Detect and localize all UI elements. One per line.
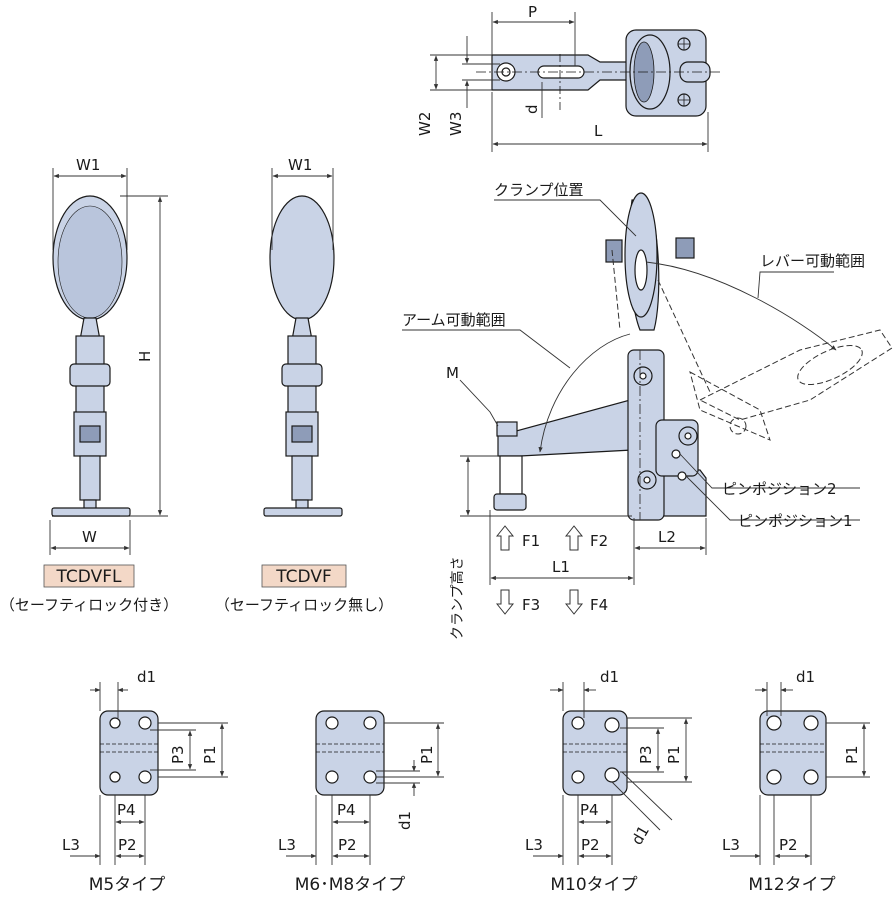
- side-view-open-position: [611, 249, 893, 441]
- front-left-dims: [49, 168, 168, 555]
- force-arrow-f4-icon: [564, 589, 584, 615]
- label-arm-range: アーム可動範囲: [402, 311, 506, 329]
- label-f3: F3: [522, 596, 540, 614]
- side-view-arcs: [538, 261, 837, 520]
- top-dim-d: d: [523, 104, 541, 114]
- m6-m8-caption: M6･M8タイプ: [295, 875, 405, 895]
- m6-m8-dim-l3: L3: [278, 836, 296, 854]
- front-left-dim-h: H: [136, 351, 154, 362]
- model-name-right: TCDVF: [275, 567, 331, 587]
- m12-dim-d1: d1: [796, 668, 815, 686]
- m10-dim-l3: L3: [525, 836, 543, 854]
- m5-dim-p1: P1: [201, 745, 219, 764]
- side-view-leaders: [402, 199, 860, 521]
- m6-m8-dim-p1: P1: [418, 745, 436, 764]
- m12-dim-p1: P1: [843, 745, 861, 764]
- base-m12: d1 P1 L3 P2 M12タイプ: [722, 668, 870, 895]
- label-clamp-position: クランプ位置: [494, 181, 584, 199]
- label-f2: F2: [590, 532, 608, 550]
- m6-m8-dim-d1: d1: [396, 811, 414, 830]
- front-right-dim-w1: W1: [288, 156, 312, 174]
- m10-dim-d1: d1: [600, 668, 619, 686]
- side-view: [493, 192, 707, 521]
- side-view-dims: [460, 455, 707, 585]
- m10-dim-p3: P3: [637, 745, 655, 764]
- base-m6-m8: P1 d1 P4 L3 P2 M6･M8タイプ: [278, 710, 444, 895]
- base-m5: d1 P1 P3 P4 L3 P2 M5タイプ: [62, 668, 228, 895]
- m12-caption: M12タイプ: [748, 875, 835, 895]
- label-pin-position-2: ピンポジション2: [722, 480, 837, 498]
- force-arrow-f3-icon: [495, 589, 515, 615]
- m5-dim-l3: L3: [62, 836, 80, 854]
- top-dim-p: P: [528, 3, 537, 21]
- model-tag-left: [43, 564, 135, 588]
- force-arrow-f2-icon: [564, 525, 584, 551]
- model-tag-right: [261, 564, 347, 588]
- front-view-right: [263, 195, 343, 517]
- front-view-left: [51, 195, 131, 517]
- label-lever-range: レバー可動範囲: [760, 252, 865, 270]
- m5-dim-p2: P2: [118, 836, 137, 854]
- m6-m8-dim-p2: P2: [338, 836, 357, 854]
- top-dim-w2: W2: [416, 112, 434, 136]
- m10-caption: M10タイプ: [550, 875, 637, 895]
- m10-dim-p4: P4: [580, 801, 599, 819]
- m12-dim-l3: L3: [722, 836, 740, 854]
- m12-dim-p2: P2: [779, 836, 798, 854]
- label-m: M: [446, 364, 459, 382]
- label-pin-position-1: ピンポジション1: [738, 512, 853, 530]
- model-note-left: （セーフティロック付き）: [0, 596, 178, 614]
- m5-caption: M5タイプ: [89, 875, 165, 895]
- top-dim-w3: W3: [447, 112, 465, 136]
- front-left-dim-w: W: [82, 528, 97, 546]
- m5-dim-p4: P4: [117, 801, 136, 819]
- m10-dim-p2: P2: [581, 836, 600, 854]
- label-clamp-height: クランプ高さ: [449, 556, 466, 640]
- m5-dim-p3: P3: [169, 745, 187, 764]
- m6-m8-dim-p4: P4: [337, 801, 356, 819]
- force-arrows: [495, 525, 584, 615]
- label-l1: L1: [552, 558, 570, 576]
- model-name-left: TCDVFL: [56, 567, 122, 587]
- force-arrow-f1-icon: [495, 525, 515, 551]
- label-l2: L2: [658, 528, 676, 546]
- front-right-dims: [271, 168, 334, 250]
- top-dim-l: L: [594, 122, 603, 140]
- m10-dim-d1-angled: d1: [628, 822, 653, 848]
- label-f4: F4: [590, 596, 608, 614]
- top-view-dims: [430, 12, 709, 152]
- m5-dim-d1: d1: [137, 668, 156, 686]
- model-note-right: （セーフティロック無し）: [215, 596, 393, 614]
- top-view: [476, 29, 720, 117]
- label-f1: F1: [522, 532, 540, 550]
- base-m10: d1 P1 P3 d1 P4 L3 P2 M10タイプ: [525, 668, 692, 895]
- front-left-dim-w1: W1: [76, 156, 100, 174]
- m10-dim-p1: P1: [665, 745, 683, 764]
